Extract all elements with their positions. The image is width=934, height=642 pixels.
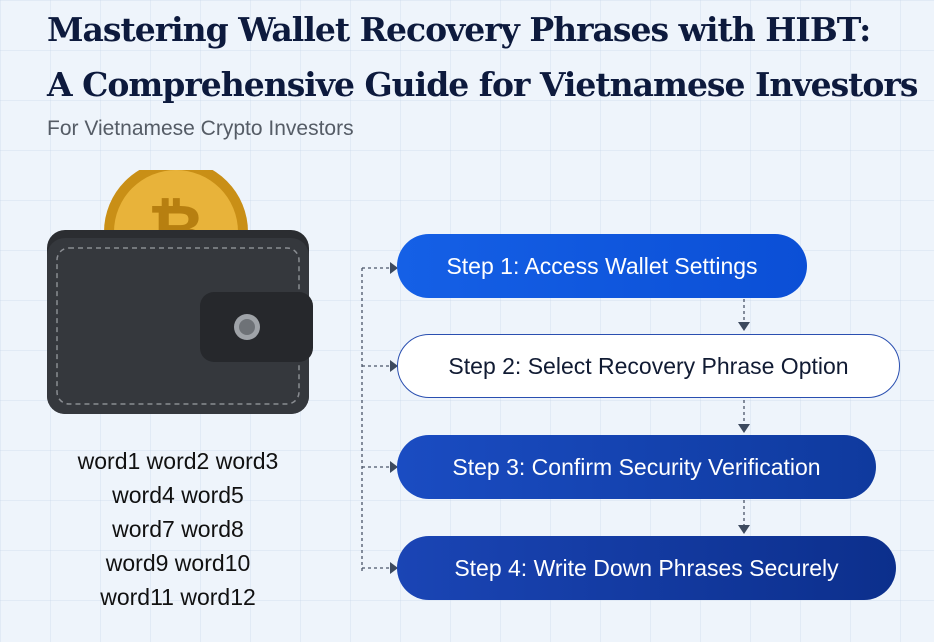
word-line: word9 word10 [105, 550, 251, 576]
title-line-2: A Comprehensive Guide for Vietnamese Inv… [47, 65, 918, 104]
step-3: Step 3: Confirm Security Verification [397, 435, 876, 499]
step-2: Step 2: Select Recovery Phrase Option [397, 334, 900, 398]
arrow-heads [390, 262, 750, 574]
subtitle: For Vietnamese Crypto Investors [47, 117, 354, 140]
recovery-phrase-words: word1 word2 word3 word4 word5 word7 word… [58, 444, 298, 614]
word-line: word4 word5 [112, 482, 244, 508]
step-4: Step 4: Write Down Phrases Securely [397, 536, 896, 600]
step-1: Step 1: Access Wallet Settings [397, 234, 807, 298]
title-line-1: Mastering Wallet Recovery Phrases with H… [47, 10, 871, 49]
page-title: Mastering Wallet Recovery Phrases with H… [47, 2, 927, 112]
word-line: word11 word12 [100, 584, 256, 610]
wallet-with-bitcoin-illustration: ₿ [47, 170, 313, 414]
word-line: word1 word2 word3 [77, 448, 279, 474]
word-line: word7 word8 [112, 516, 244, 542]
